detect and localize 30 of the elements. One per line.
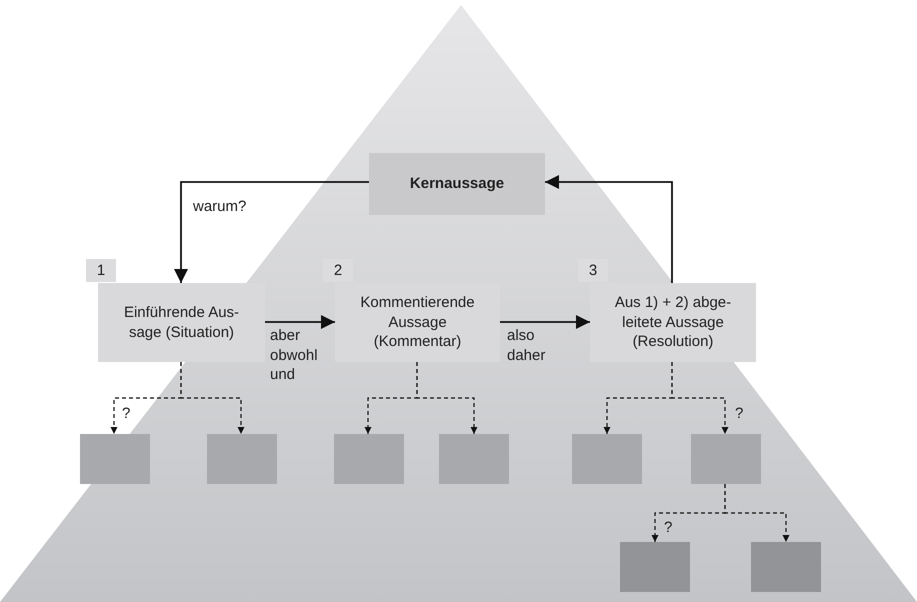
statement-text: Aus 1) + 2) abge-leitete Aussage (Resolution) [614, 293, 732, 352]
statement-text: Kernaussage [408, 174, 506, 194]
empty-box [751, 542, 821, 592]
empty-box [620, 542, 690, 592]
arrow [174, 181, 369, 283]
empty-box [439, 434, 509, 484]
dashed-arrow [416, 362, 478, 434]
empty-box [334, 434, 404, 484]
dashed-arrow [180, 362, 244, 434]
empty-box [207, 434, 277, 484]
dashed-arrow [724, 484, 790, 542]
step-number: 1 [86, 259, 116, 282]
edge-label: ? [122, 404, 132, 424]
arrow [545, 175, 673, 283]
arrow [500, 315, 590, 329]
edge-label: ? [664, 518, 674, 538]
arrow [265, 315, 335, 329]
empty-box [572, 434, 642, 484]
step-number: 2 [323, 259, 353, 282]
dashed-arrow [671, 362, 728, 434]
empty-box [80, 434, 150, 484]
statement-text: Einführende Aus-sage (Situation) [122, 303, 240, 342]
edge-label: also daher [507, 326, 546, 365]
empty-box [691, 434, 761, 484]
edge-label: ? [735, 404, 744, 424]
statement-box [369, 153, 545, 215]
step-number: 3 [578, 259, 608, 282]
edge-label: aber obwohl und [270, 326, 319, 384]
edge-label: warum? [193, 197, 248, 216]
statement-text: Kommentierende Aussage (Kommentar) [359, 293, 476, 352]
